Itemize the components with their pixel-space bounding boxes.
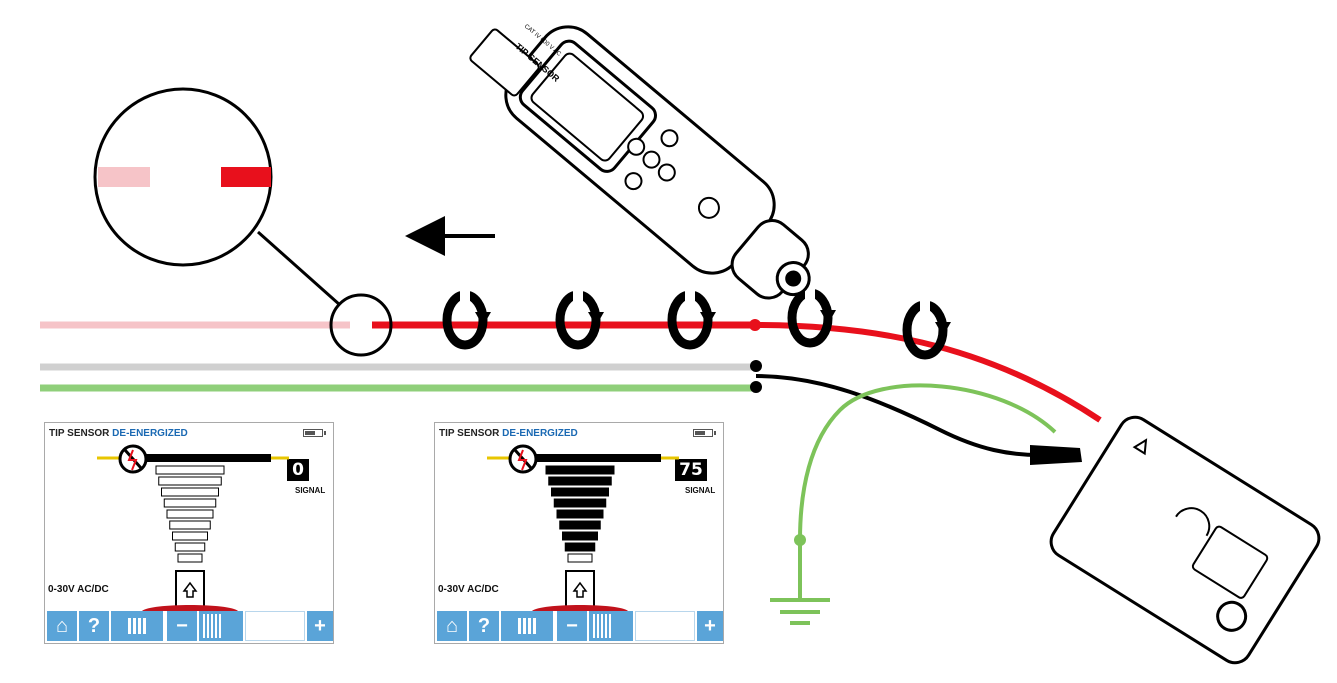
power-button-icon <box>697 196 720 219</box>
home-button[interactable]: ⌂ <box>47 611 77 641</box>
probe-icon <box>565 570 595 608</box>
signal-bar <box>553 498 607 508</box>
signal-ring-icon <box>902 300 951 360</box>
ground-wire <box>40 381 762 393</box>
tip-sensor-screen-1: TIP SENSOR DE-ENERGIZED 0 SIGNAL 0-30V A… <box>44 422 334 644</box>
plus-button[interactable]: + <box>307 611 333 641</box>
signal-ring-icon <box>787 288 836 348</box>
signal-ring-icon <box>667 290 716 350</box>
signal-bar <box>545 465 615 475</box>
signal-bar <box>564 542 596 552</box>
signal-bar <box>548 476 612 486</box>
no-voltage-icon <box>118 444 148 474</box>
neutral-wire <box>40 360 762 372</box>
probe-base <box>532 605 628 611</box>
signal-bar <box>169 520 211 530</box>
help-button[interactable]: ? <box>79 611 109 641</box>
bar-stack <box>97 444 289 611</box>
signal-bar <box>551 487 609 497</box>
level-bars <box>199 611 243 641</box>
signal-label: SIGNAL <box>685 486 716 495</box>
screen-title: TIP SENSOR DE-ENERGIZED <box>439 428 578 439</box>
screen-title: TIP SENSOR DE-ENERGIZED <box>49 428 188 439</box>
wireless-icon <box>1175 507 1211 537</box>
right-button-icon <box>657 163 676 182</box>
down-button-icon <box>624 172 643 191</box>
left-button-icon <box>627 137 646 156</box>
signal-bar <box>559 520 601 530</box>
signal-bar <box>562 531 598 541</box>
signal-ring-icon <box>555 290 604 350</box>
conductor-bar <box>127 454 271 462</box>
signal-bar <box>172 531 208 541</box>
signal-bar <box>163 498 217 508</box>
bar-stack <box>487 444 679 611</box>
toolbar: ⌂ ? − + <box>47 611 333 641</box>
battery-icon <box>693 429 716 437</box>
up-button-icon <box>660 129 679 148</box>
signal-bar <box>166 509 214 519</box>
tip-sensor-screen-2: TIP SENSOR DE-ENERGIZED 75 SIGNAL 0-30V … <box>434 422 724 644</box>
signal-bar <box>556 509 604 519</box>
handheld-tester: TIP SENSOR CAT IV 600 V AC <box>469 24 811 300</box>
home-button[interactable]: ⌂ <box>437 611 467 641</box>
conductor-bar <box>517 454 661 462</box>
volume-button[interactable] <box>111 611 163 641</box>
signal-value: 75 <box>675 459 707 481</box>
tip-sensor-probe <box>469 28 540 97</box>
signal-bar <box>174 542 206 552</box>
range-label: 0-30V AC/DC <box>48 584 109 595</box>
signal-ring-icon <box>442 290 491 350</box>
remote-power-icon <box>1216 600 1248 632</box>
no-voltage-icon <box>508 444 538 474</box>
signal-bar <box>161 487 219 497</box>
signal-bar <box>177 553 203 563</box>
black-test-lead <box>755 374 1082 465</box>
battery-icon <box>303 429 326 437</box>
signal-bar <box>567 553 593 563</box>
green-ground-lead <box>794 383 1057 598</box>
range-label: 0-30V AC/DC <box>438 584 499 595</box>
ok-button-icon <box>642 150 661 169</box>
probe-base <box>142 605 238 611</box>
volume-button[interactable] <box>501 611 553 641</box>
level-slider[interactable] <box>245 611 305 641</box>
plus-button[interactable]: + <box>697 611 723 641</box>
signal-label: SIGNAL <box>295 486 326 495</box>
signal-bar <box>155 465 225 475</box>
signal-rings <box>442 288 951 360</box>
signal-value: 0 <box>287 459 309 481</box>
toolbar: ⌂ ? − + <box>437 611 723 641</box>
warning-icon <box>1132 438 1148 456</box>
level-slider[interactable] <box>635 611 695 641</box>
ground-symbol <box>770 598 830 625</box>
signal-bar <box>158 476 222 486</box>
level-bars <box>589 611 633 641</box>
minus-button[interactable]: − <box>167 611 197 641</box>
help-button[interactable]: ? <box>469 611 499 641</box>
magnifier-callout <box>93 87 393 357</box>
minus-button[interactable]: − <box>557 611 587 641</box>
remote-unit <box>1049 415 1321 665</box>
probe-icon <box>175 570 205 608</box>
